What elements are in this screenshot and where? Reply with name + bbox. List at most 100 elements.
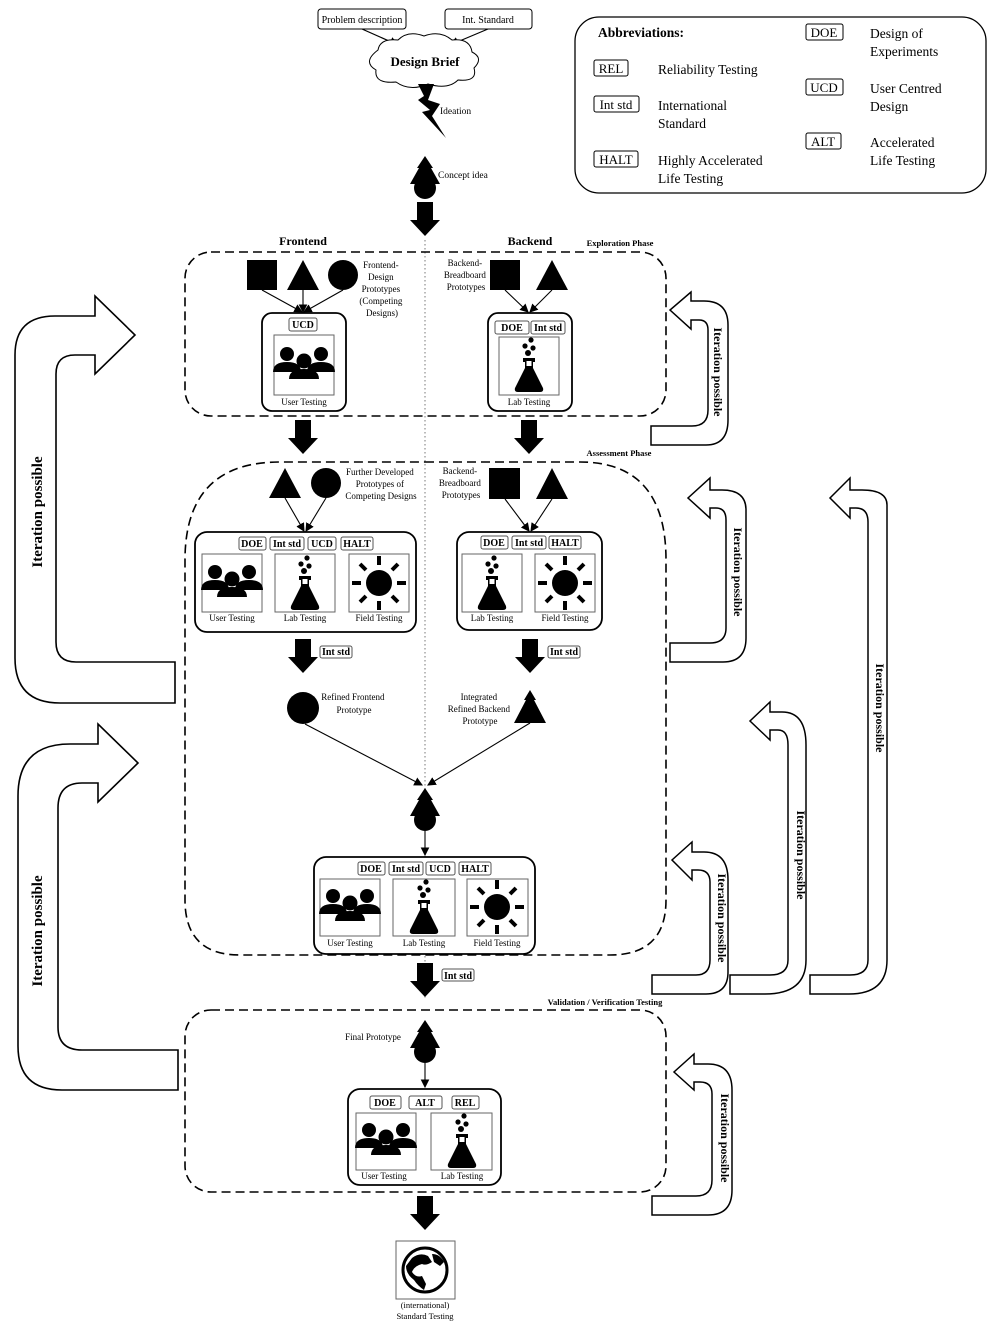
backend-header: Backend: [508, 234, 553, 248]
svg-text:(international): (international): [401, 1300, 450, 1310]
iteration-arrow-right-validation: Iteration possible: [651, 1052, 733, 1216]
svg-text:Life Testing: Life Testing: [870, 153, 935, 168]
svg-text:DOE: DOE: [811, 25, 838, 40]
svg-text:Iteration possible: Iteration possible: [711, 327, 725, 417]
svg-text:Field Testing: Field Testing: [356, 613, 403, 623]
svg-text:ALT: ALT: [811, 134, 835, 149]
svg-text:Iteration possible: Iteration possible: [30, 456, 46, 568]
refined-backend-label: Integrated Refined Backend Prototype: [448, 692, 512, 726]
globe-icon: [401, 1246, 449, 1294]
svg-text:Int std: Int std: [273, 539, 302, 550]
final-prototype-label: Final Prototype: [345, 1032, 401, 1042]
iteration-arrow-right-exploration: Iteration possible: [650, 290, 729, 446]
iteration-arrow-right-tall: Iteration possible: [809, 476, 888, 995]
design-brief-cloud: Design Brief: [369, 33, 479, 88]
svg-text:International: International: [658, 98, 727, 113]
down-arrow: [410, 202, 440, 236]
svg-text:DOE: DOE: [241, 539, 263, 550]
svg-text:Int. Standard: Int. Standard: [462, 15, 514, 26]
iteration-arrow-right-integrated-test: Iteration possible: [651, 840, 729, 995]
field-testing-icon: [350, 554, 408, 612]
int-std-tag: Int std: [319, 645, 353, 659]
svg-text:Lab Testing: Lab Testing: [508, 397, 551, 407]
backend-exploration-test-box: DOE Int std Lab Testing: [487, 312, 573, 412]
backend-assessment-test-box: DOE Int std HALT Lab Testing Field Testi…: [456, 531, 603, 631]
svg-text:Problem description: Problem description: [322, 15, 403, 26]
triangle-prototype-icon: [536, 468, 568, 499]
lightning-bolt-icon: [418, 84, 446, 138]
validation-phase: Validation / Verification Testing Final …: [184, 997, 667, 1193]
svg-text:Reliability Testing: Reliability Testing: [658, 62, 758, 77]
svg-text:Iteration possible: Iteration possible: [30, 875, 46, 987]
svg-text:Iteration possible: Iteration possible: [794, 810, 808, 900]
frontend-header: Frontend: [279, 234, 327, 248]
svg-text:User Testing: User Testing: [281, 397, 327, 407]
svg-text:DOE: DOE: [501, 323, 523, 334]
abbr-halt: HALT Highly Accelerated Life Testing: [593, 150, 763, 186]
svg-text:User Testing: User Testing: [327, 938, 373, 948]
svg-text:Standard: Standard: [658, 116, 706, 131]
triangle-prototype-icon: [536, 260, 568, 290]
svg-text:Design Brief: Design Brief: [391, 54, 461, 69]
svg-text:REL: REL: [455, 1098, 476, 1109]
svg-text:Lab Testing: Lab Testing: [471, 613, 514, 623]
circle-prototype-icon: [328, 260, 358, 290]
final-prototype-icon: [410, 1020, 440, 1063]
concept-idea-icon: [410, 156, 440, 199]
refined-frontend-prototype-icon: [287, 692, 319, 724]
abbr-rel: REL Reliability Testing: [593, 59, 758, 77]
concept-idea-label: Concept idea: [438, 171, 489, 181]
exploration-phase: Exploration Phase Frontend- Design Proto…: [184, 238, 667, 417]
svg-text:UCD: UCD: [311, 539, 333, 550]
abbr-ucd: UCD User Centred Design: [805, 78, 942, 114]
svg-text:User Testing: User Testing: [361, 1171, 407, 1181]
svg-text:HALT: HALT: [551, 538, 579, 549]
down-arrow: [410, 1196, 440, 1230]
svg-text:User Testing: User Testing: [209, 613, 255, 623]
abbr-int-std: Int std International Standard: [593, 95, 727, 131]
svg-text:Field Testing: Field Testing: [542, 613, 589, 623]
integrated-prototype-icon: [410, 788, 440, 831]
square-prototype-icon: [247, 260, 277, 290]
down-arrow: [514, 420, 544, 454]
svg-text:Experiments: Experiments: [870, 44, 938, 59]
svg-text:Design of: Design of: [870, 26, 923, 41]
svg-text:Life Testing: Life Testing: [658, 171, 723, 186]
frontend-prototypes-label: Frontend- Design Prototypes (Competing D…: [359, 260, 404, 318]
svg-text:Accelerated: Accelerated: [870, 135, 935, 150]
svg-text:Int std: Int std: [600, 97, 633, 112]
refined-frontend-label: Refined Frontend Prototype: [321, 692, 387, 715]
iteration-arrow-left-upper: Iteration possible: [14, 294, 176, 704]
assessment-phase-label: Assessment Phase: [587, 448, 652, 458]
iteration-arrow-left-lower: Iteration possible: [17, 722, 179, 1091]
svg-text:Iteration possible: Iteration possible: [873, 663, 887, 753]
svg-text:User Centred: User Centred: [870, 81, 942, 96]
input-int-standard: Int. Standard: [444, 8, 533, 30]
down-arrow: [515, 639, 545, 673]
svg-text:HALT: HALT: [461, 864, 489, 875]
int-std-tag: Int std: [441, 968, 475, 982]
svg-text:Lab Testing: Lab Testing: [284, 613, 327, 623]
further-developed-label: Further Developed Prototypes of Competin…: [345, 467, 417, 501]
svg-text:REL: REL: [599, 61, 624, 76]
svg-text:Int std: Int std: [550, 647, 579, 658]
iteration-arrow-right-integration: Iteration possible: [729, 700, 808, 995]
circle-prototype-icon: [311, 468, 341, 498]
svg-text:Int std: Int std: [444, 971, 473, 982]
svg-text:UCD: UCD: [292, 320, 314, 331]
exploration-phase-label: Exploration Phase: [587, 238, 654, 248]
standard-testing-output: (international) Standard Testing: [395, 1240, 456, 1321]
frontend-exploration-test-box: UCD User Testing: [261, 312, 347, 412]
abbr-doe: DOE Design of Experiments: [805, 23, 938, 59]
svg-text:Lab Testing: Lab Testing: [403, 938, 446, 948]
svg-text:Field Testing: Field Testing: [474, 938, 521, 948]
svg-text:Highly Accelerated: Highly Accelerated: [658, 153, 763, 168]
validation-test-box: DOE ALT REL User Testing Lab Testing: [347, 1088, 502, 1186]
svg-text:Iteration possible: Iteration possible: [731, 527, 745, 617]
input-problem-description: Problem description: [317, 8, 407, 30]
svg-text:DOE: DOE: [374, 1098, 396, 1109]
integrated-test-box: DOE Int std UCD HALT User Testing Lab Te…: [313, 856, 536, 955]
refined-backend-prototype-icon: [514, 690, 546, 723]
backend-prototypes-label: Backend- Breadboard Prototypes: [439, 466, 483, 500]
svg-text:Design: Design: [870, 99, 908, 114]
